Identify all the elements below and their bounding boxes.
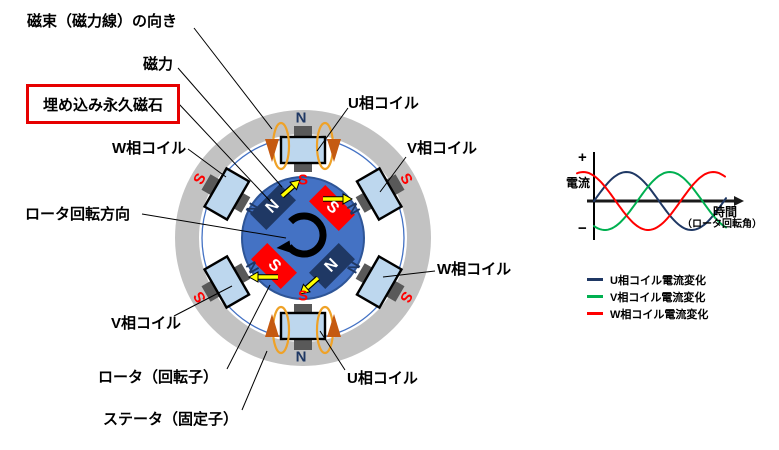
legend-item-v: V相コイル電流変化 bbox=[587, 288, 708, 305]
chart-legend: U相コイル電流変化 V相コイル電流変化 W相コイル電流変化 bbox=[587, 271, 708, 322]
stator-pole-n-bottom: N bbox=[295, 348, 307, 366]
magnet-s-upper-right bbox=[309, 185, 355, 231]
rotor-rotation-arrow-icon bbox=[276, 212, 327, 258]
label-v-coil-lower-left: V相コイル bbox=[111, 315, 182, 332]
wave-v bbox=[593, 170, 727, 231]
y-axis-label: 電流 bbox=[566, 176, 591, 190]
wave-w bbox=[576, 170, 726, 231]
x-axis-label-line2: （ロータ回転角） bbox=[682, 219, 762, 230]
rotor-magnets bbox=[250, 184, 355, 289]
label-w-coil-upper-left: W相コイル bbox=[112, 140, 187, 157]
rotor-pole-s-top: S bbox=[297, 171, 309, 189]
magnet-s-lower-left bbox=[251, 243, 297, 289]
y-axis-plus-tick: + bbox=[578, 149, 587, 166]
rotor-pole-s-bottom: S bbox=[297, 287, 309, 305]
magnetic-force-arrows bbox=[247, 179, 354, 295]
y-axis-minus-tick: − bbox=[578, 220, 587, 237]
legend-label-w: W相コイル電流変化 bbox=[610, 308, 709, 321]
legend-label-u: U相コイル電流変化 bbox=[610, 274, 706, 287]
label-stator: ステータ（固定子） bbox=[103, 411, 239, 428]
waveform-curves bbox=[576, 170, 727, 232]
x-axis-label-line1: 時間 bbox=[713, 205, 738, 219]
label-magnetic-force: 磁力 bbox=[143, 56, 174, 73]
embedded-magnet-highlight-box: 埋め込み永久磁石 bbox=[26, 84, 180, 124]
label-leader-lines bbox=[141, 27, 436, 411]
label-u-coil-top: U相コイル bbox=[348, 95, 419, 112]
x-axis-arrowhead-icon bbox=[734, 196, 744, 206]
label-rotor-rotation: ロータ回転方向 bbox=[25, 206, 131, 223]
stator-pole-n-top: N bbox=[295, 109, 307, 127]
label-v-coil-upper-right: V相コイル bbox=[407, 140, 478, 157]
label-rotor: ロータ（回転子） bbox=[98, 369, 219, 386]
legend-item-w: W相コイル電流変化 bbox=[587, 305, 708, 322]
legend-item-u: U相コイル電流変化 bbox=[587, 271, 708, 288]
label-flux-direction: 磁束（磁力線）の向き bbox=[27, 13, 178, 30]
wave-u bbox=[593, 170, 727, 232]
legend-swatch-u bbox=[587, 278, 603, 281]
label-u-coil-bottom: U相コイル bbox=[347, 370, 418, 387]
legend-label-v: V相コイル電流変化 bbox=[610, 291, 706, 304]
legend-swatch-v bbox=[587, 295, 603, 298]
legend-swatch-w bbox=[587, 312, 603, 315]
label-embedded-magnet: 埋め込み永久磁石 bbox=[42, 96, 163, 114]
magnet-n-lower-right bbox=[309, 243, 355, 289]
label-w-coil-lower-right: W相コイル bbox=[437, 261, 512, 278]
